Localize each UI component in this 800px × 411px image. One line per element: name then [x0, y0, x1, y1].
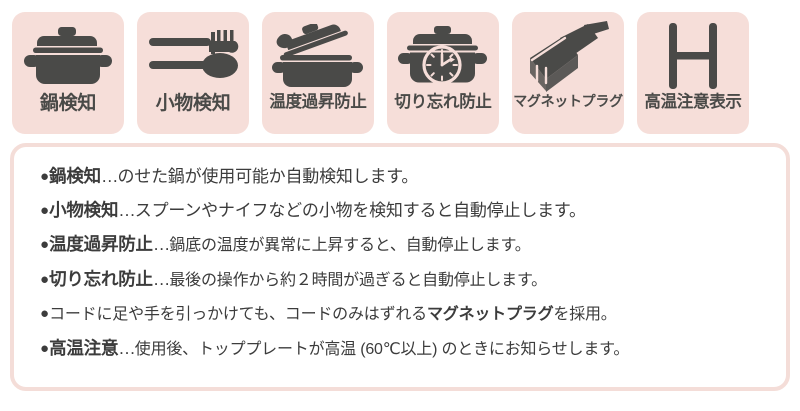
- description-separator: …: [118, 200, 135, 220]
- description-separator: …: [100, 166, 118, 186]
- description-separator: …: [118, 337, 135, 358]
- feature-card-pot-detection: 鍋検知: [12, 12, 124, 134]
- description-heading: 小物検知: [49, 200, 119, 220]
- spoon-fork-icon: [137, 18, 249, 94]
- description-body: のせた鍋が使用可能か自動検知します。: [117, 167, 419, 186]
- description-separator: …: [152, 268, 170, 289]
- feature-card-label: 高温注意表示: [644, 93, 742, 111]
- description-body-suffix: を採用。: [553, 306, 617, 323]
- feature-card-label: 切り忘れ防止: [394, 93, 492, 111]
- feature-card-label: マグネットプラグ: [513, 93, 623, 109]
- bullet-glyph: ●: [40, 236, 50, 253]
- description-line: ●コードに足や手を引っかけても、コードのみはずれるマグネットプラグを採用。: [40, 305, 786, 323]
- feature-card-small-object-detection: 小物検知: [137, 12, 249, 134]
- description-heading: 高温注意: [49, 337, 119, 358]
- feature-card-label: 温度過昇防止: [269, 93, 367, 111]
- pot-timer-icon: [387, 18, 499, 94]
- description-body: 最後の操作から約２時間が過ぎると自動停止します。: [169, 271, 547, 289]
- feature-card-high-temp-warning: 高温注意表示: [637, 12, 749, 134]
- feature-card-label: 鍋検知: [39, 93, 97, 114]
- description-line: ●温度過昇防止…鍋底の温度が異常に上昇すると、自動停止します。: [40, 234, 786, 254]
- bullet-glyph: ●: [40, 202, 50, 219]
- bullet-glyph: ●: [40, 339, 50, 357]
- description-body-prefix: コードに足や手を引っかけても、コードのみはずれる: [49, 306, 427, 323]
- description-heading: 切り忘れ防止: [49, 268, 153, 289]
- bullet-glyph: ●: [40, 305, 50, 322]
- description-heading: 温度過昇防止: [49, 234, 153, 254]
- letter-h-icon: [637, 18, 749, 94]
- description-separator: …: [152, 234, 170, 254]
- feature-description-panel: ●鍋検知…のせた鍋が使用可能か自動検知します。 ●小物検知…スプーンやナイフなど…: [10, 143, 790, 391]
- pot-overheat-icon: [262, 18, 374, 94]
- description-line: ●鍋検知…のせた鍋が使用可能か自動検知します。: [40, 166, 786, 186]
- description-body: スプーンやナイフなどの小物を検知すると自動停止します。: [134, 201, 586, 220]
- description-line: ●小物検知…スプーンやナイフなどの小物を検知すると自動停止します。: [40, 200, 786, 220]
- feature-card-label: 小物検知: [155, 93, 231, 114]
- bullet-glyph: ●: [40, 270, 50, 288]
- feature-card-overheat-prevention: 温度過昇防止: [262, 12, 374, 134]
- description-body: 使用後、トッププレートが高温 (60℃以上) のときにお知らせします。: [134, 340, 630, 358]
- description-body-emphasis: マグネットプラグ: [426, 306, 554, 323]
- feature-card-magnet-plug: マグネットプラグ: [512, 12, 624, 134]
- description-heading: 鍋検知: [49, 166, 101, 186]
- magnet-plug-icon: [512, 18, 624, 94]
- feature-card-auto-shutoff: 切り忘れ防止: [387, 12, 499, 134]
- description-line: ●高温注意…使用後、トッププレートが高温 (60℃以上) のときにお知らせします…: [40, 337, 786, 358]
- bullet-glyph: ●: [40, 168, 50, 185]
- description-body: 鍋底の温度が異常に上昇すると、自動停止します。: [169, 237, 531, 254]
- pot-icon: [12, 18, 124, 94]
- description-line: ●切り忘れ防止…最後の操作から約２時間が過ぎると自動停止します。: [40, 268, 786, 289]
- feature-card-strip: 鍋検知 小物検知: [0, 0, 800, 134]
